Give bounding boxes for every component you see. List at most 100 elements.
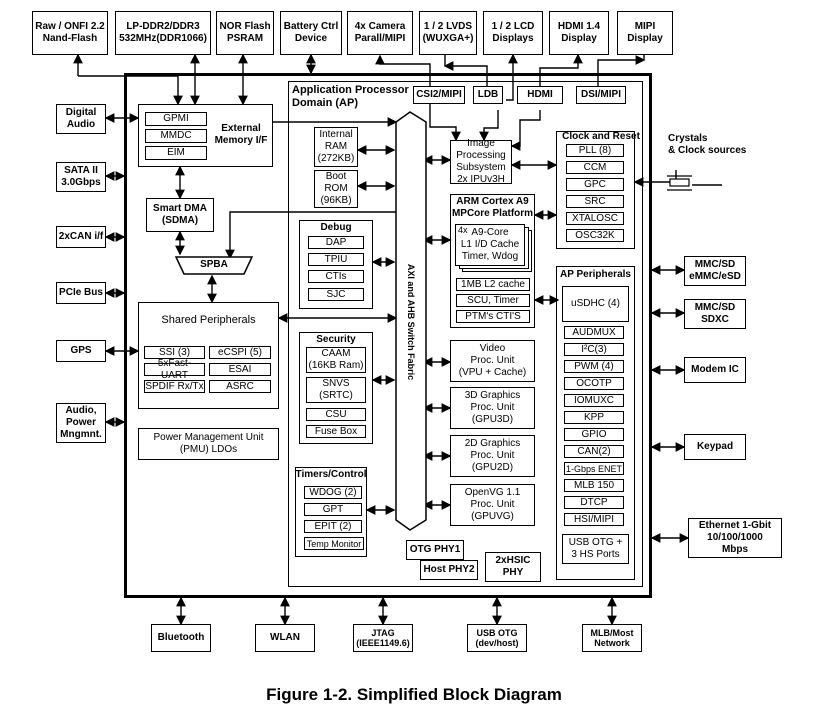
hdmi-box: HDMI bbox=[517, 86, 563, 104]
audmux-box: AUDMUX bbox=[564, 326, 624, 339]
clock-title: Clock and Reset bbox=[562, 131, 640, 142]
ptm-cti-box: PTM's CTI'S bbox=[456, 310, 530, 323]
eim-box: EIM bbox=[145, 146, 207, 160]
csu-box: CSU bbox=[306, 408, 366, 421]
pmu-block: Power Management Unit (PMU) LDOs bbox=[138, 428, 279, 460]
esai-box: ESAI bbox=[209, 363, 271, 376]
dtcp-box: DTCP bbox=[564, 496, 624, 509]
arm-platform bbox=[450, 194, 535, 328]
snvs-box: SNVS (SRTC) bbox=[306, 377, 366, 403]
audio-power-block: Audio, Power Mngmnt. bbox=[56, 403, 106, 443]
otg-phy1-box: OTG PHY1 bbox=[406, 540, 464, 560]
usb-otg-box: USB OTG + 3 HS Ports bbox=[562, 534, 629, 564]
sata-block: SATA II 3.0Gbps bbox=[56, 162, 106, 192]
pll-box: PLL (8) bbox=[566, 144, 624, 157]
wdog-box: WDOG (2) bbox=[304, 486, 362, 499]
csi-mipi-box: CSI2/MIPI bbox=[413, 86, 465, 104]
keypad-block: Keypad bbox=[684, 434, 746, 460]
bluetooth-block: Bluetooth bbox=[151, 624, 211, 652]
mipi-display-block: MIPI Display bbox=[617, 11, 673, 55]
xtalosc-box: XTALOSC bbox=[566, 212, 624, 225]
arm-core: A9-Core L1 I/D Cache Timer, Wdog bbox=[455, 224, 525, 266]
gpio-box: GPIO bbox=[564, 428, 624, 441]
shared-peripherals bbox=[138, 302, 279, 409]
nand-flash-block: Raw / ONFI 2.2 Nand-Flash bbox=[32, 11, 108, 55]
gpuvg-block: OpenVG 1.1 Proc. Unit (GPUVG) bbox=[450, 484, 535, 526]
debug-title: Debug bbox=[320, 222, 352, 233]
conn-display-ipu bbox=[479, 110, 499, 142]
lvds-block: 1 / 2 LVDS (WUXGA+) bbox=[419, 11, 477, 55]
ext-mem-label: External Memory I/F bbox=[214, 123, 268, 146]
mmc-emmc-block: MMC/SD eMMC/eSD bbox=[684, 256, 746, 286]
i2c-box: I²C(3) bbox=[564, 343, 624, 356]
gpu2d-block: 2D Graphics Proc. Unit (GPU2D) bbox=[450, 435, 535, 477]
ctis-box: CTIs bbox=[308, 270, 364, 283]
epit-box: EPIT (2) bbox=[304, 520, 362, 533]
src-box: SRC bbox=[566, 195, 624, 208]
usdhc-box: uSDHC (4) bbox=[562, 286, 629, 322]
conn-mipi-dsi bbox=[597, 55, 646, 86]
modem-block: Modem IC bbox=[684, 357, 746, 383]
nor-flash-block: NOR Flash PSRAM bbox=[216, 11, 274, 55]
battery-ctrl-block: Battery Ctrl Device bbox=[280, 11, 342, 55]
camera-block: 4x Camera Parall/MIPI bbox=[347, 11, 413, 55]
clock-reset-group bbox=[556, 131, 635, 249]
dsi-mipi-box: DSI/MIPI bbox=[576, 86, 626, 104]
fabric-label: AXI and AHB Switch Fabric bbox=[406, 263, 416, 381]
soc-frame bbox=[124, 73, 652, 598]
timers-title: Timers/Control bbox=[295, 469, 367, 480]
hsic-phy-box: 2xHSIC PHY bbox=[485, 552, 541, 582]
vpu-block: Video Proc. Unit (VPU + Cache) bbox=[450, 340, 535, 382]
internal-ram: Internal RAM (272KB) bbox=[314, 127, 358, 167]
fuse-box: Fuse Box bbox=[306, 425, 366, 438]
digital-audio-block: Digital Audio bbox=[56, 104, 106, 134]
mmdc-box: MMDC bbox=[145, 129, 207, 143]
can-if-block: 2xCAN i/f bbox=[56, 226, 106, 248]
sjc-box: SJC bbox=[308, 288, 364, 301]
security-group bbox=[299, 332, 373, 444]
ap-title: Application Processor Domain (AP) bbox=[292, 84, 409, 109]
uart-box: 5xFast-UART bbox=[144, 358, 205, 381]
arm-title: ARM Cortex A9 MPCore Platform bbox=[451, 196, 534, 219]
debug-group bbox=[299, 220, 373, 309]
conn-nand-gpmi bbox=[78, 75, 183, 106]
boot-rom: Boot ROM (96KB) bbox=[314, 170, 358, 208]
security-title: Security bbox=[316, 334, 356, 345]
asrc-box: ASRC bbox=[209, 380, 271, 393]
enet-box: 1-Gbps ENET bbox=[564, 462, 624, 475]
kpp-box: KPP bbox=[564, 411, 624, 424]
pwm-box: PWM (4) bbox=[564, 360, 624, 373]
ecspi-box: eCSPI (5) bbox=[209, 346, 271, 359]
ap-peripherals bbox=[556, 266, 635, 580]
ethernet-block: Ethernet 1-Gbit 10/100/1000 Mbps bbox=[688, 518, 782, 558]
spdif-box: SPDIF Rx/Tx bbox=[144, 380, 205, 393]
scu-timer-box: SCU, Timer bbox=[456, 294, 530, 307]
crystal-symbol bbox=[667, 175, 692, 191]
lpddr-block: LP-DDR2/DDR3 532MHz(DDR1066) bbox=[115, 11, 211, 55]
pcie-block: PCIe Bus bbox=[56, 282, 106, 304]
ldb-box: LDB bbox=[473, 86, 503, 104]
ap-domain bbox=[288, 81, 643, 587]
timers-group bbox=[295, 467, 367, 557]
spba-shape bbox=[174, 256, 254, 275]
l2-cache-box: 1MB L2 cache bbox=[456, 278, 530, 291]
conn-hdmi bbox=[539, 53, 583, 86]
crystals-label: Crystals & Clock sources bbox=[668, 133, 747, 156]
ext-mem-if bbox=[138, 104, 273, 167]
gpt-box: GPT bbox=[304, 503, 362, 516]
conn-lvds-ldb bbox=[443, 61, 488, 86]
dap-box: DAP bbox=[308, 236, 364, 249]
gpmi-box: GPMI bbox=[145, 112, 207, 126]
hsi-mipi-box: HSI/MIPI bbox=[564, 513, 624, 526]
caam-box: CAAM (16KB Ram) bbox=[306, 347, 366, 373]
spba-label: SPBA bbox=[200, 259, 228, 270]
ccm-box: CCM bbox=[566, 161, 624, 174]
ipu-block: Image Processing Subsystem 2x IPUv3H bbox=[450, 138, 512, 185]
axi-fabric-arrow bbox=[395, 111, 427, 531]
conn-spba-fabric bbox=[225, 211, 402, 260]
mlb150-box: MLB 150 bbox=[564, 479, 624, 492]
ssi-box: SSI (3) bbox=[144, 346, 205, 359]
figure-caption: Figure 1-2. Simplified Block Diagram bbox=[266, 685, 562, 704]
can-box: CAN(2) bbox=[564, 445, 624, 458]
